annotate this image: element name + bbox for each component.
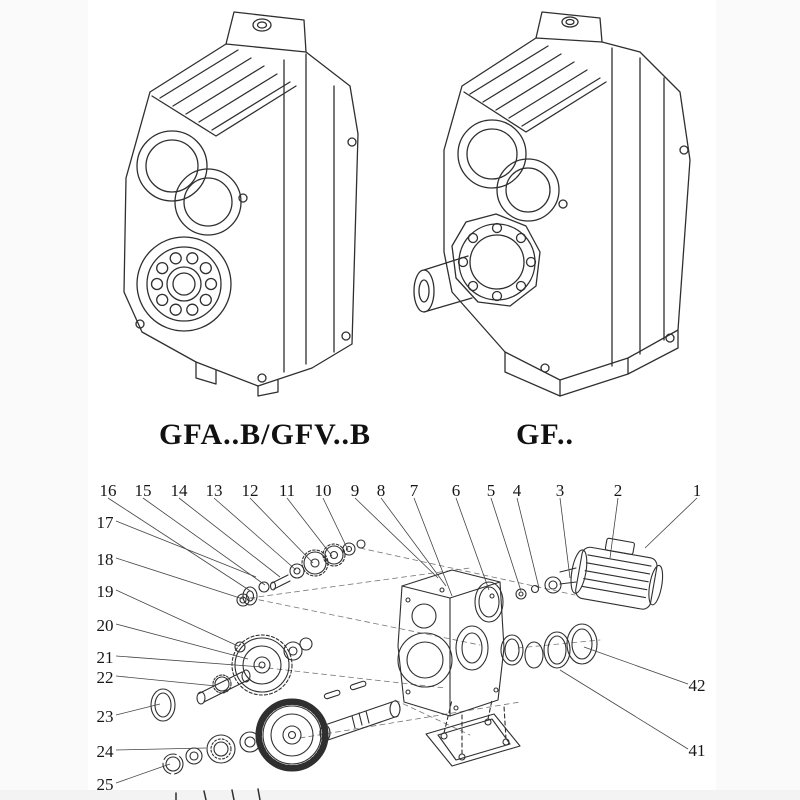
left-margin <box>0 0 88 800</box>
bore-upper <box>136 130 208 202</box>
snap-ring <box>162 753 184 775</box>
ball-bearing <box>206 734 236 764</box>
callout-3: 3 <box>555 481 565 500</box>
callout-24: 24 <box>96 742 114 761</box>
gearbox-drawing-right <box>413 11 691 397</box>
callout-13: 13 <box>205 481 223 500</box>
bore-upper <box>457 119 527 189</box>
gearbox-drawing-left <box>123 11 359 397</box>
callout-15: 15 <box>134 481 152 500</box>
callout-11: 11 <box>278 481 296 500</box>
assembly-axes <box>249 547 601 739</box>
input-shaft-parts <box>242 539 366 606</box>
callout-41: 41 <box>688 741 706 760</box>
callout-10: 10 <box>314 481 332 500</box>
callout-23: 23 <box>96 707 114 726</box>
right-margin <box>716 0 800 800</box>
bearing-face <box>136 236 232 332</box>
callout-6: 6 <box>451 481 461 500</box>
cover-plate <box>425 699 521 767</box>
callout-14: 14 <box>170 481 188 500</box>
callout-21: 21 <box>96 648 114 667</box>
cropped-parts <box>175 788 261 800</box>
eyebolt-hole <box>561 16 579 28</box>
callout-5: 5 <box>486 481 496 500</box>
callout-9: 9 <box>350 481 360 500</box>
output-gear-parts <box>162 680 401 775</box>
pinion-shaft-part <box>196 669 251 705</box>
gasket <box>474 581 504 623</box>
callout-7: 7 <box>409 481 419 500</box>
output-shaft <box>413 255 473 313</box>
leader-lines <box>107 497 698 784</box>
housing-part <box>397 569 505 717</box>
callout-42: 42 <box>688 676 706 695</box>
callout-19: 19 <box>96 582 114 601</box>
intermediate-gear-parts <box>231 593 313 696</box>
callout-1: 1 <box>692 481 702 500</box>
bore-lower <box>496 158 560 222</box>
figure-label-right: GF.. <box>516 418 574 451</box>
callout-4: 4 <box>512 481 522 500</box>
motor-side-parts <box>425 537 664 767</box>
callout-25: 25 <box>96 775 114 794</box>
callout-12: 12 <box>241 481 259 500</box>
callout-18: 18 <box>96 550 114 569</box>
exploded-view-drawing <box>150 537 664 800</box>
bottom-margin <box>0 790 800 800</box>
figure-label-left: GFA..B/GFV..B <box>159 418 371 451</box>
callout-22: 22 <box>96 668 114 687</box>
output-flange <box>451 213 541 307</box>
motor <box>570 537 664 610</box>
callout-8: 8 <box>376 481 386 500</box>
callout-17: 17 <box>96 513 114 532</box>
bore-lower <box>174 168 242 236</box>
callout-16: 16 <box>99 481 117 500</box>
callout-20: 20 <box>96 616 114 635</box>
eyebolt-hole <box>252 18 272 32</box>
callout-2: 2 <box>613 481 623 500</box>
